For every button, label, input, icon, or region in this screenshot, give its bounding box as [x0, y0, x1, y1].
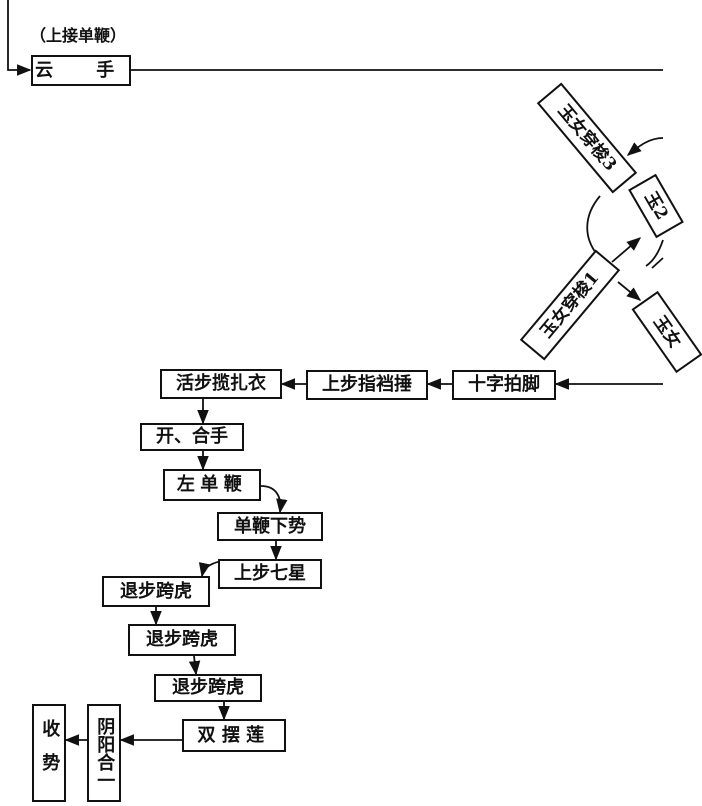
node-shangbu-zhidang: 上步指裆捶	[306, 370, 428, 400]
taichi-flow-diagram: （上接单鞭） 云 手 玉女穿梭3 玉2 玉女穿梭1 玉女 十字拍脚 上步指裆捶 …	[7, 0, 702, 802]
edge-tuibu2-tuibu3	[188, 655, 201, 676]
node-tuibu-kuahu-1: 退步跨虎	[102, 576, 210, 607]
edge-arc-center	[586, 195, 601, 259]
node-shuang-bailian: 双摆莲	[182, 719, 286, 752]
edge-right-upper	[645, 239, 664, 267]
node-tuibu-kuahu-3: 退步跨虎	[154, 674, 262, 702]
edge-center-to-2	[611, 237, 642, 263]
edge-zuodanbian-xiashi	[260, 485, 288, 514]
edge-from-danbian	[7, 0, 32, 76]
node-shoushi: 收势	[32, 704, 66, 802]
node-tuibu-kuahu-2: 退步跨虎	[128, 624, 236, 656]
node-danbian-xiashi: 单鞭下势	[217, 512, 323, 541]
edge-right-lower	[651, 257, 664, 269]
connector-layer	[7, 0, 664, 746]
node-huobu-lanzhayi: 活步揽扎衣	[160, 369, 282, 399]
node-kaihe-shou: 开、合手	[140, 423, 244, 451]
node-shizi-paijiao: 十字拍脚	[452, 370, 556, 400]
node-yunshou: 云 手	[31, 55, 131, 86]
edge-into-yunv3	[626, 137, 664, 156]
node-zuo-danbian: 左单鞭	[163, 469, 261, 501]
node-shangbu-qixing: 上步七星	[218, 559, 322, 589]
node-yinyang-heyi: 阴阳合一	[87, 704, 121, 802]
edge-center-to-4	[617, 281, 642, 301]
continued-from-note: （上接单鞭）	[30, 26, 127, 45]
